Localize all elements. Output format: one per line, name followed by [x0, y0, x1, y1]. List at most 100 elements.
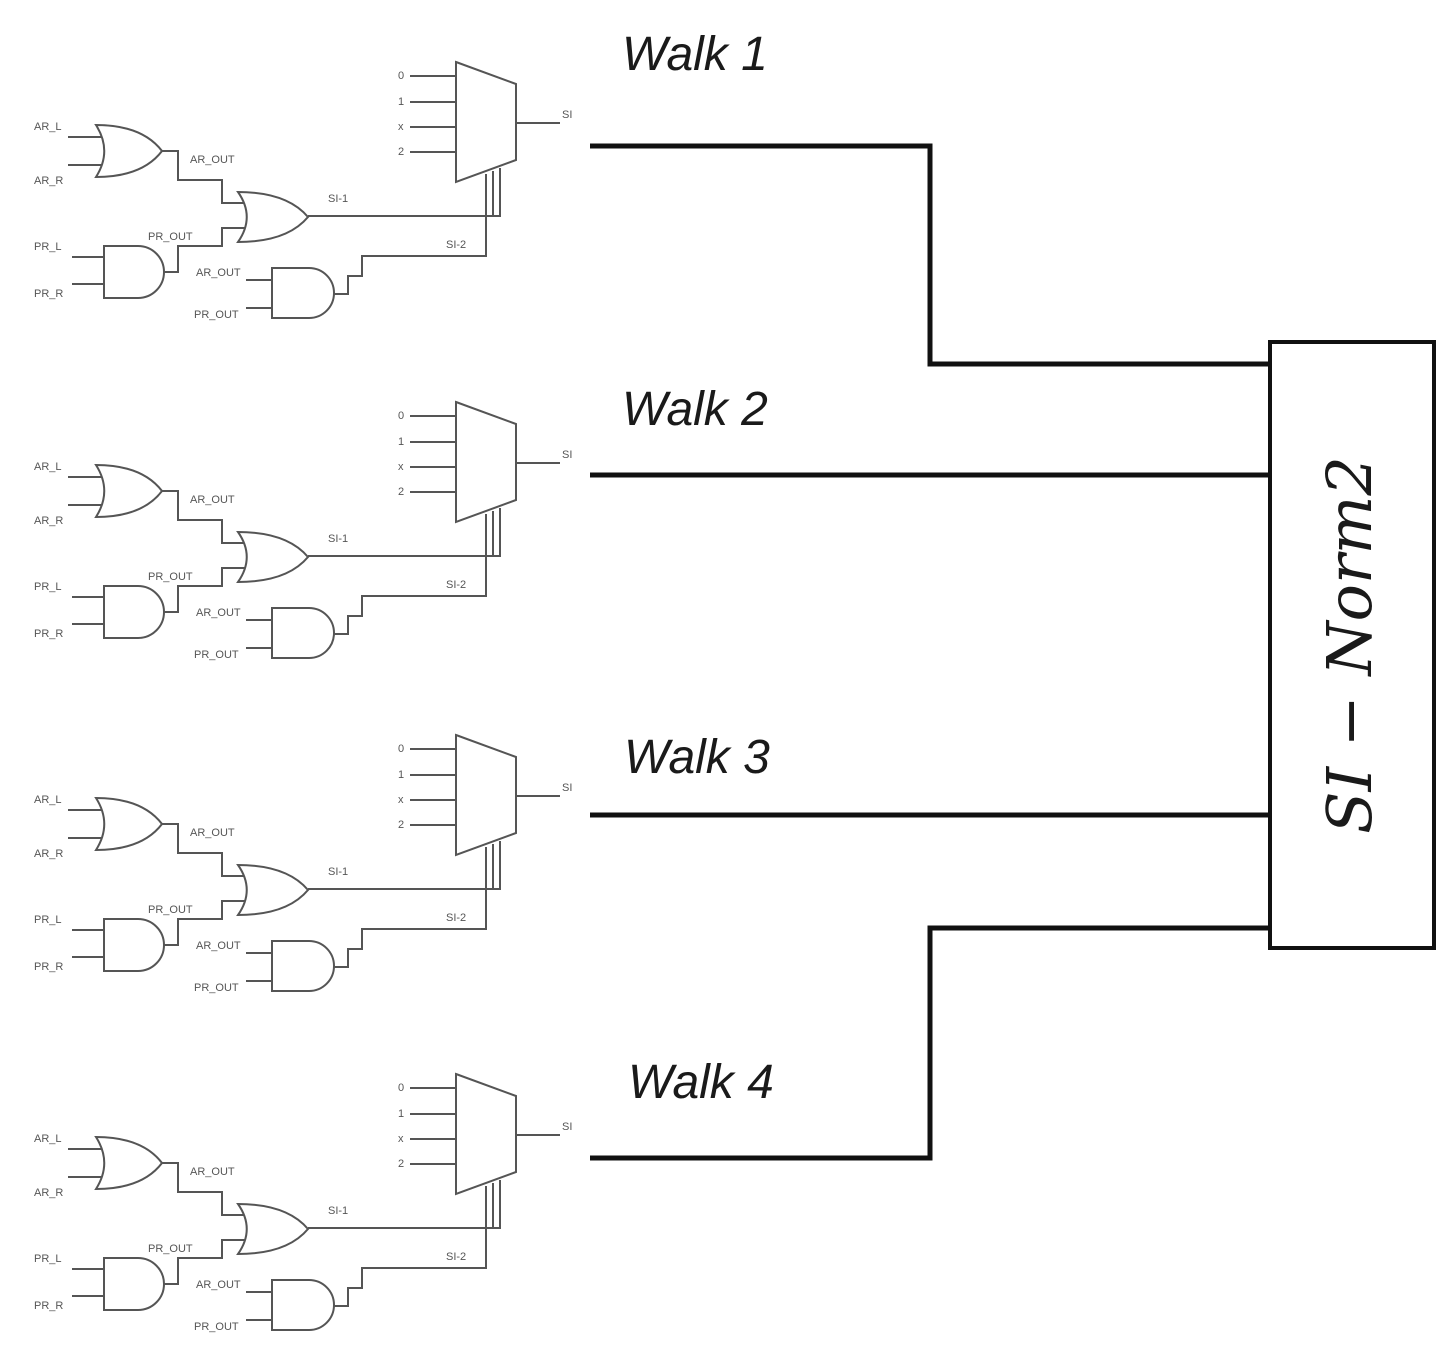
or-gate-si1 [236, 863, 310, 917]
signal-label-ar-out-2: AR_OUT [196, 940, 241, 952]
mux-output-label: SI [562, 109, 572, 121]
wire-ar-out [162, 150, 246, 204]
mux-output-label: SI [562, 449, 572, 461]
output-buses [590, 143, 1270, 1161]
or-gate-si1 [236, 190, 310, 244]
signal-label-ar-l: AR_L [34, 1133, 62, 1145]
walk-title: Walk 3 [624, 731, 770, 784]
signal-label-pr-out: PR_OUT [148, 231, 193, 243]
wire-si2 [334, 1186, 487, 1307]
or-gate-ar [94, 1135, 164, 1191]
signal-label-ar-out: AR_OUT [190, 494, 235, 506]
mux-input-label-2: 1 [398, 769, 404, 781]
wire-pr-out [164, 567, 246, 613]
signal-label-pr-r: PR_R [34, 288, 63, 300]
and-gate-pr [103, 1257, 165, 1311]
signal-label-si2: SI-2 [446, 912, 466, 924]
signal-label-pr-out-2: PR_OUT [194, 982, 239, 994]
si-norm2-label: SI − Norm2 [1313, 456, 1386, 834]
walk-block-2: Walk 2 AR_L AR_R PR_L PR_R AR_OUT PR_OUT AR_OUT… [34, 383, 768, 661]
mux-input-label-1: 0 [398, 70, 404, 82]
wire-si1 [308, 841, 501, 890]
and-gate-si2 [271, 607, 335, 659]
walk-blocks: Walk 1 AR_L AR_R PR_L PR_R AR_OUT PR_OUT AR_OUT… [34, 28, 774, 1333]
signal-label-ar-l: AR_L [34, 461, 62, 473]
wire-pr-out [164, 900, 246, 946]
signal-label-pr-out-2: PR_OUT [194, 649, 239, 661]
mux-input-label-2: 1 [398, 1108, 404, 1120]
signal-label-pr-r: PR_R [34, 961, 63, 973]
signal-label-si1: SI-1 [328, 193, 348, 205]
mux-input-label-4: 2 [398, 819, 404, 831]
multiplexer [455, 60, 517, 184]
mux-input-label-1: 0 [398, 1082, 404, 1094]
signal-label-pr-out-2: PR_OUT [194, 1321, 239, 1333]
signal-label-pr-r: PR_R [34, 628, 63, 640]
signal-label-ar-out: AR_OUT [190, 154, 235, 166]
signal-label-ar-out-2: AR_OUT [196, 607, 241, 619]
signal-label-ar-out: AR_OUT [190, 1166, 235, 1178]
signal-label-pr-l: PR_L [34, 581, 62, 593]
signal-label-pr-out-2: PR_OUT [194, 309, 239, 321]
mux-input-label-4: 2 [398, 486, 404, 498]
signal-label-ar-l: AR_L [34, 794, 62, 806]
signal-label-pr-out: PR_OUT [148, 904, 193, 916]
wire-ar-out [162, 490, 246, 544]
mux-input-label-1: 0 [398, 410, 404, 422]
and-gate-si2 [271, 940, 335, 992]
signal-label-pr-r: PR_R [34, 1300, 63, 1312]
signal-label-ar-l: AR_L [34, 121, 62, 133]
mux-input-label-3: x [398, 794, 404, 806]
signal-label-pr-l: PR_L [34, 914, 62, 926]
signal-label-si2: SI-2 [446, 239, 466, 251]
walk-title: Walk 4 [628, 1056, 774, 1109]
walk-title: Walk 1 [622, 28, 768, 81]
mux-input-label-4: 2 [398, 146, 404, 158]
si-norm2-box [1268, 340, 1436, 950]
signal-label-ar-r: AR_R [34, 515, 63, 527]
or-gate-ar [94, 123, 164, 179]
and-gate-pr [103, 585, 165, 639]
si-norm2-block: SI − Norm2 [1268, 340, 1436, 950]
mux-output-label: SI [562, 1121, 572, 1133]
wire-si2 [334, 514, 487, 635]
signal-label-ar-r: AR_R [34, 848, 63, 860]
mux-input-label-3: x [398, 461, 404, 473]
or-gate-ar [94, 463, 164, 519]
signal-label-ar-r: AR_R [34, 1187, 63, 1199]
walk-block-4: Walk 4AR_LAR_RPR_LPR_RAR_OUTPR_OUTAR_OUT… [34, 1056, 774, 1333]
and-gate-si2 [271, 1279, 335, 1331]
wire-pr-out [164, 1239, 246, 1285]
mux-input-label-2: 1 [398, 96, 404, 108]
mux-output-label: SI [562, 782, 572, 794]
walk-title: Walk 2 [622, 383, 768, 436]
wire-pr-out [164, 227, 246, 273]
wire-si2 [334, 174, 487, 295]
walk-block-1: Walk 1 AR_L AR_R PR_L PR_R AR_OUT PR_OUT AR_OUT… [34, 28, 768, 321]
wire-ar-out [162, 823, 246, 877]
and-gate-si2 [271, 267, 335, 319]
multiplexer [455, 1072, 517, 1196]
mux-input-label-1: 0 [398, 743, 404, 755]
or-gate-si1 [236, 530, 310, 584]
signal-label-ar-out-2: AR_OUT [196, 267, 241, 279]
signal-label-si1: SI-1 [328, 866, 348, 878]
signal-label-si2: SI-2 [446, 1251, 466, 1263]
signal-label-ar-out-2: AR_OUT [196, 1279, 241, 1291]
or-gate-ar [94, 796, 164, 852]
wire-si2 [334, 847, 487, 968]
and-gate-pr [103, 918, 165, 972]
bus-walk-1 [590, 143, 1270, 367]
signal-label-ar-r: AR_R [34, 175, 63, 187]
mux-input-label-4: 2 [398, 1158, 404, 1170]
signal-label-pr-out: PR_OUT [148, 1243, 193, 1255]
signal-label-ar-out: AR_OUT [190, 827, 235, 839]
wire-si1 [308, 168, 501, 217]
signal-label-pr-l: PR_L [34, 241, 62, 253]
walk-block-3: Walk 3 AR_L AR_R PR_L PR_R AR_OUT PR_OUT AR_OUT… [34, 731, 770, 994]
signal-label-si1: SI-1 [328, 533, 348, 545]
bus-walk-4 [590, 925, 1270, 1161]
mux-input-label-2: 1 [398, 436, 404, 448]
wire-si1 [308, 1180, 501, 1229]
